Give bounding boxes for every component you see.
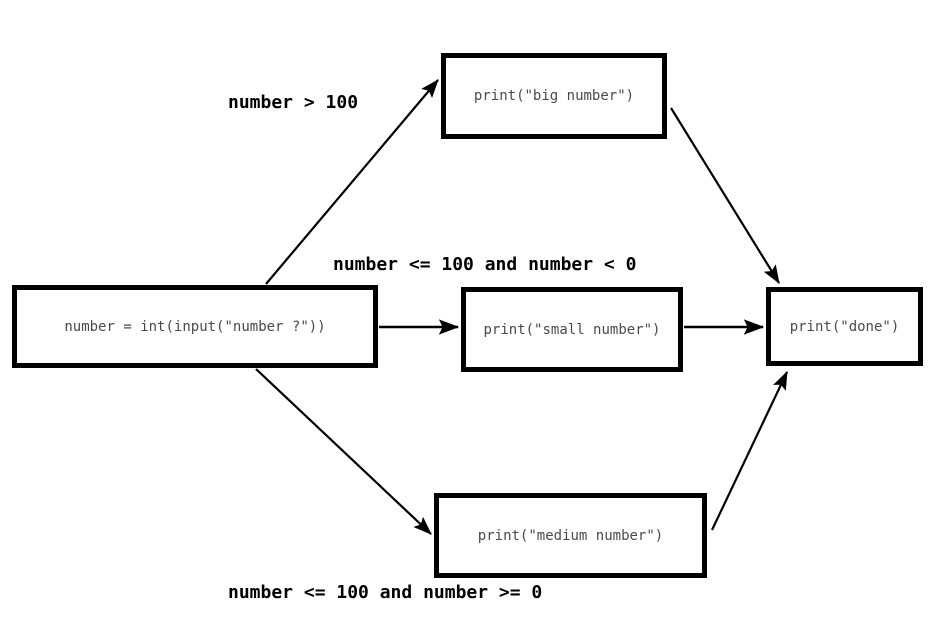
edge-input-to-medium: [255, 368, 432, 535]
node-input[interactable]: number = int(input("number ?")): [12, 285, 378, 368]
node-medium-number[interactable]: print("medium number"): [434, 493, 707, 578]
edge-label-number-lte-100-and-lt-0: number <= 100 and number < 0: [333, 254, 637, 275]
node-input-label: number = int(input("number ?")): [64, 318, 326, 335]
edge-label-number-lte-100-and-gte-0: number <= 100 and number >= 0: [228, 582, 543, 603]
node-small-number[interactable]: print("small number"): [461, 287, 683, 372]
node-done-label: print("done"): [789, 318, 900, 335]
edge-big-to-done: [670, 107, 780, 284]
node-small-number-label: print("small number"): [483, 321, 661, 338]
node-big-number-label: print("big number"): [473, 88, 635, 104]
edge-label-number-greater-than-100: number > 100: [228, 92, 359, 113]
node-big-number[interactable]: print("big number"): [441, 53, 667, 139]
edge-medium-to-done: [711, 371, 788, 531]
node-medium-number-label: print("medium number"): [477, 527, 664, 544]
node-done[interactable]: print("done"): [766, 287, 923, 366]
